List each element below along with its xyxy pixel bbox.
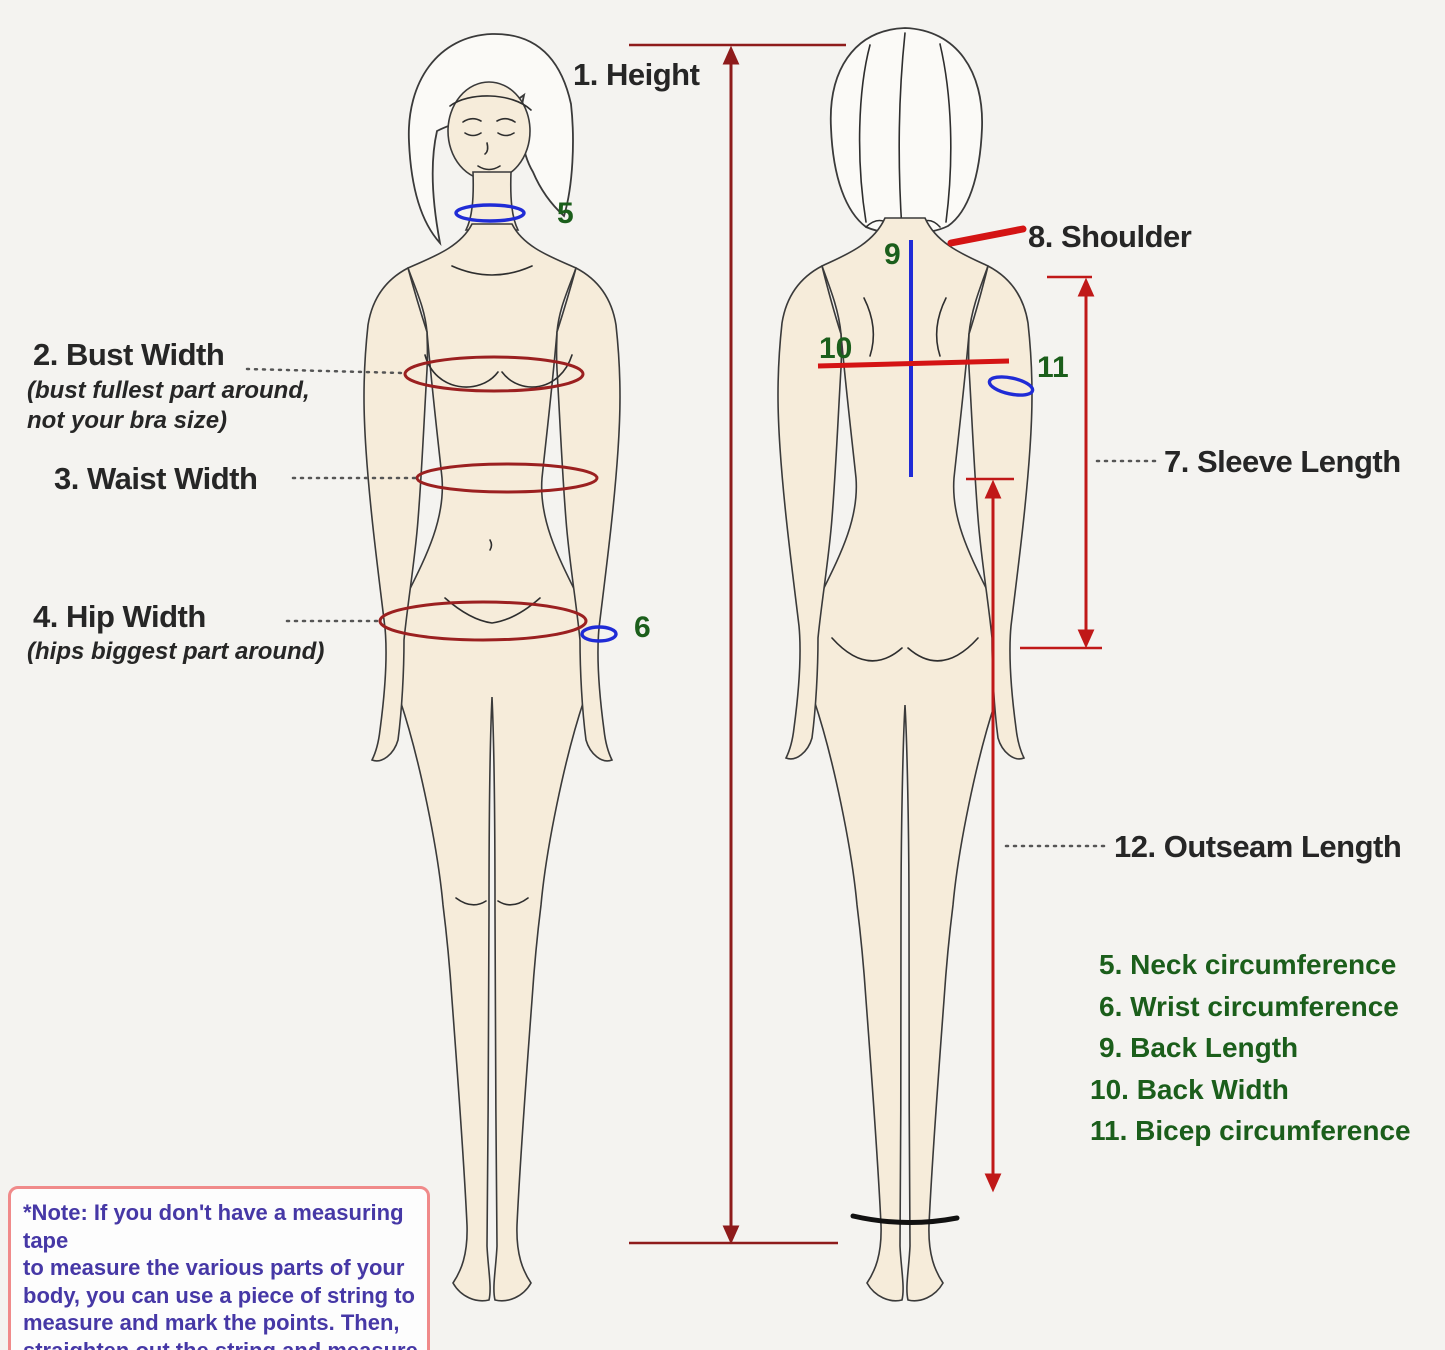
front-hairline: [449, 95, 532, 111]
measuring-tape-note: *Note: If you don't have a measuring tap…: [8, 1186, 430, 1350]
bust-label: 2. Bust Width: [33, 337, 225, 372]
back-hair-strands: [858, 32, 952, 231]
front-face-features: [462, 117, 516, 171]
hip-width-ellipse: [378, 600, 588, 642]
back-arm-left: [777, 264, 843, 760]
legend-item-wrist: 6. Wrist circumference: [1099, 990, 1399, 1022]
legend-item-bicep: 11. Bicep circumference: [1090, 1115, 1411, 1146]
circumference-legend: 5. Neck circumference 6. Wrist circumfer…: [1090, 944, 1411, 1152]
outseam-label: 12. Outseam Length: [1114, 829, 1402, 864]
neck-number-marker: 5: [557, 197, 574, 230]
waist-width-ellipse: [415, 462, 599, 494]
back-width-number-marker: 10: [819, 332, 853, 365]
hip-label: 4. Hip Width: [33, 599, 206, 634]
shoulder-line: [947, 225, 1027, 247]
neck-circumference-ellipse: [454, 203, 526, 223]
height-label: 1. Height: [573, 57, 700, 92]
back-width-line: [817, 358, 1010, 369]
front-neck: [464, 171, 520, 231]
front-arm-left: [363, 266, 429, 762]
bust-width-ellipse: [403, 355, 585, 393]
waist-label: 3. Waist Width: [54, 461, 258, 496]
bust-leader-line: [245, 367, 405, 375]
sleeve-label: 7. Sleeve Length: [1164, 444, 1401, 479]
wrist-circumference-ellipse: [580, 625, 618, 643]
shoulder-label: 8. Shoulder: [1028, 219, 1192, 254]
bust-sublabel: (bust fullest part around, not your bra …: [27, 377, 310, 434]
back-body-details: [831, 297, 979, 1226]
height-measure: [629, 43, 846, 1245]
legend-item-back-width: 10. Back Width: [1090, 1073, 1289, 1105]
front-measurements: [245, 203, 618, 643]
back-measurements: [817, 225, 1158, 1193]
back-length-number-marker: 9: [884, 238, 901, 271]
bicep-circumference-ellipse: [987, 375, 1035, 397]
back-hair: [829, 27, 983, 235]
legend-item-neck: 5. Neck circumference: [1099, 949, 1397, 980]
bicep-number-marker: 11: [1037, 351, 1069, 384]
hip-sublabel: (hips biggest part around): [27, 638, 325, 665]
legend-item-back-length: 9. Back Length: [1099, 1032, 1299, 1063]
front-figure: [363, 33, 621, 1302]
wrist-number-marker: 6: [634, 611, 651, 644]
